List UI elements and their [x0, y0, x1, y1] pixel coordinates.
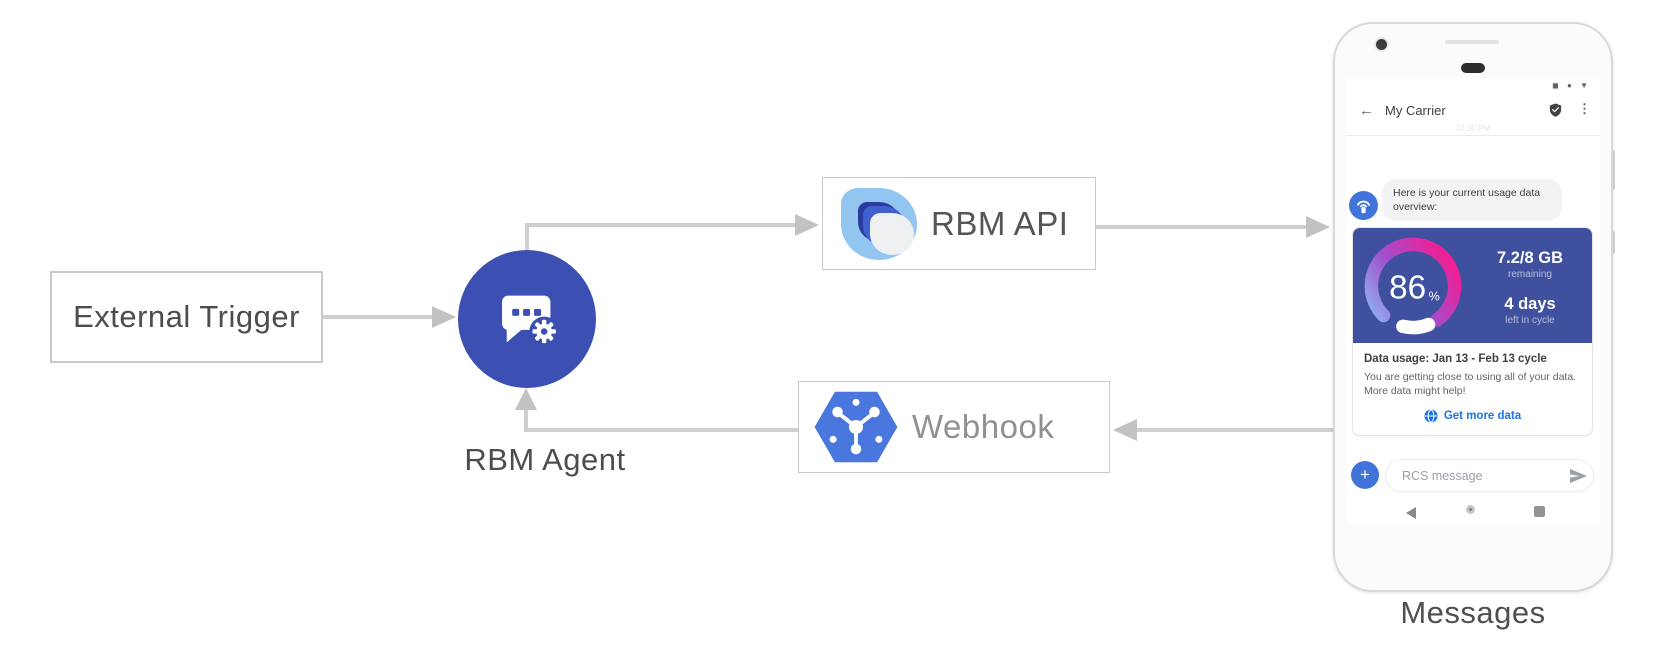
nav-back-button[interactable] — [1406, 507, 1416, 519]
arrow-webhook-to-agent-line — [524, 428, 798, 432]
messages-app-screen: ◼ ● ▼ ← My Carrier ⋮ 12:30 PM Here is yo… — [1346, 78, 1600, 523]
usage-gauge-chart: 86 % — [1364, 237, 1462, 335]
arrow-trigger-to-agent-line — [323, 315, 435, 319]
conversation-title: My Carrier — [1385, 103, 1446, 118]
messages-caption: Messages — [1400, 595, 1546, 630]
nav-recents-button[interactable] — [1534, 506, 1545, 517]
gauge-percent-value: 86 — [1389, 269, 1426, 306]
arrow-phone-to-webhook-line — [1135, 428, 1333, 432]
send-icon — [1569, 468, 1587, 483]
back-arrow-icon[interactable]: ← — [1359, 102, 1374, 119]
arrow-agent-to-api-line — [525, 223, 797, 227]
phone-earpiece — [1461, 63, 1485, 73]
data-usage-rich-card: 86 % 7.2/8 GB remaining 4 days left in c… — [1352, 227, 1593, 437]
gauge-percent-unit: % — [1429, 290, 1440, 304]
rbm-agent-node — [458, 250, 596, 388]
message-timestamp: 12:30 PM — [1455, 124, 1491, 133]
attach-plus-button[interactable]: + — [1351, 461, 1379, 489]
remaining-label: remaining — [1508, 269, 1552, 280]
cycle-days-label: left in cycle — [1505, 315, 1555, 326]
get-more-data-button[interactable]: Get more data — [1364, 409, 1581, 423]
rbm-api-label: RBM API — [931, 204, 1069, 242]
arrow-phone-to-webhook-head-icon — [1113, 419, 1137, 441]
nav-home-button[interactable] — [1466, 505, 1475, 514]
chat-bubble-gear-icon — [502, 295, 559, 347]
cycle-days-value: 4 days — [1504, 295, 1556, 313]
usage-card-title: Data usage: Jan 13 - Feb 13 cycle — [1364, 353, 1547, 365]
get-more-data-label: Get more data — [1443, 410, 1522, 423]
rbm-api-logo-icon — [841, 187, 917, 260]
external-trigger-label: External Trigger — [73, 299, 300, 334]
arrow-api-to-phone-line — [1096, 225, 1308, 229]
status-bar-icons: ◼ ● ▼ — [1552, 81, 1591, 90]
broadcast-antenna-icon — [1357, 200, 1370, 214]
usage-card-header: 86 % 7.2/8 GB remaining 4 days left in c… — [1353, 228, 1592, 343]
rbm-api-node: RBM API — [822, 177, 1096, 270]
arrow-webhook-to-agent-vertical — [524, 404, 528, 432]
usage-card-body: Data usage: Jan 13 - Feb 13 cycle You ar… — [1353, 343, 1592, 435]
phone-camera-icon — [1376, 39, 1387, 50]
send-button[interactable] — [1563, 466, 1593, 486]
webhook-label: Webhook — [912, 408, 1055, 445]
arrow-trigger-to-agent-head-icon — [432, 306, 456, 328]
header-divider — [1346, 135, 1600, 136]
remaining-value: 7.2/8 GB — [1496, 249, 1564, 267]
rcs-message-input[interactable] — [1386, 468, 1563, 483]
phone-speaker-line — [1445, 40, 1499, 44]
phone-device: ◼ ● ▼ ← My Carrier ⋮ 12:30 PM Here is yo… — [1333, 22, 1613, 592]
rbm-agent-label: RBM Agent — [464, 442, 626, 477]
webhook-node: Webhook — [798, 381, 1110, 473]
agent-message-bubble: Here is your current usage data overview… — [1382, 179, 1562, 222]
external-trigger-node: External Trigger — [50, 271, 323, 363]
overflow-menu-icon[interactable]: ⋮ — [1578, 101, 1591, 116]
usage-card-stats: 7.2/8 GB remaining 4 days left in cycle — [1471, 228, 1589, 343]
arrow-agent-to-api-vertical — [525, 223, 529, 255]
arrow-webhook-to-agent-head-icon — [515, 388, 537, 410]
usage-card-text: You are getting close to using all of yo… — [1364, 371, 1577, 398]
globe-icon — [1424, 409, 1438, 423]
arrow-agent-to-api-head-icon — [795, 214, 819, 236]
agent-avatar — [1349, 191, 1378, 220]
pubsub-hexagon-icon — [814, 391, 898, 463]
compose-bar — [1386, 460, 1593, 491]
verified-shield-icon — [1549, 103, 1562, 117]
arrow-api-to-phone-head-icon — [1306, 216, 1330, 238]
